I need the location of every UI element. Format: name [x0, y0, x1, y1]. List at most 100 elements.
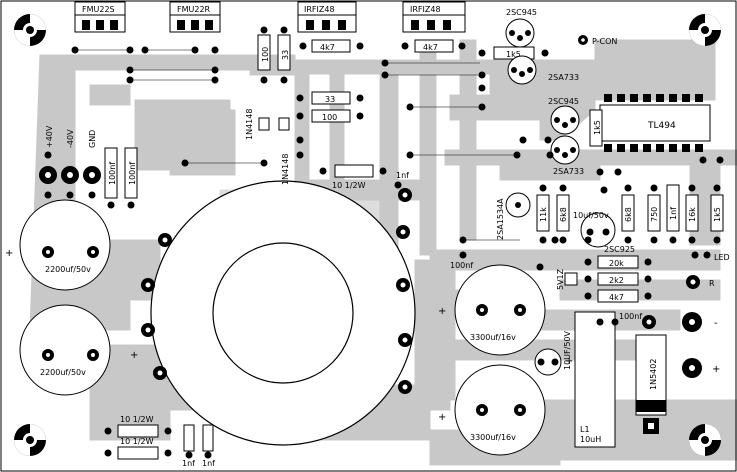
resistor-4k7-c: 4k7: [584, 289, 652, 303]
cap-10uf-b-label: 10UF/50V: [563, 330, 572, 370]
cap-1nf-d-label: 1nf: [202, 459, 215, 468]
cap-1nf-b-label: 1nf: [669, 207, 678, 220]
resistor-100-vertical: 100: [257, 26, 271, 84]
mounting-hole-bottom-right: [689, 424, 721, 456]
resistor-4k7-a: 4k7: [299, 39, 364, 53]
diode-1n5402-label: 1N5402: [649, 359, 658, 390]
resistor-100-v-label: 100: [261, 47, 270, 62]
mounting-hole-top-left: [14, 14, 46, 46]
resistor-750: 750: [647, 184, 661, 244]
transistor-2sc925-label: 2SC925: [604, 245, 635, 254]
pad-r-label: R: [709, 279, 715, 288]
cap-2200uf-top-label: 2200uf/50v: [45, 265, 91, 274]
resistor-4k7-a-label: 4k7: [320, 43, 335, 52]
cap-1nf-b: 1nf: [666, 184, 680, 244]
cap-100nf-d-label: 100nf: [619, 312, 642, 321]
resistor-11k-label: 11k: [539, 207, 548, 222]
ic-tl494: TL494: [599, 94, 711, 152]
irfiz48-1-label: IRFIZ48: [304, 5, 335, 14]
plus-mark-d: +: [438, 412, 446, 423]
resistor-10-half-watt-label: 10 1/2W: [332, 181, 366, 190]
plus-mark-c: +: [438, 306, 446, 317]
inductor-l1: L1 10uH: [574, 311, 616, 448]
cap-1nf-d: 1nf: [202, 424, 215, 468]
output-plus-label: +: [712, 364, 720, 375]
resistor-1k5-b: 1k5: [589, 109, 603, 147]
inductor-l1-label: L1: [580, 425, 590, 434]
resistor-11k: 11k: [536, 184, 550, 244]
inductor-l1-value: 10uH: [580, 435, 601, 444]
cap-100nf-d: 100nf: [596, 312, 642, 326]
resistor-750-label: 750: [650, 207, 659, 222]
transistor-2sa733-a: 2SA733: [507, 55, 579, 85]
led-label: LED: [714, 253, 730, 262]
resistor-1k5-a: 1k5: [478, 46, 549, 60]
resistor-6k8-b: 6k8: [621, 184, 635, 244]
cap-1nf-c: 1nf: [182, 424, 195, 468]
transistor-2sc945-a: 2SC945: [505, 8, 537, 48]
resistor-100-h-label: 100: [322, 113, 337, 122]
diode-1n4148-a: 1N4148: [245, 109, 270, 140]
traces: [75, 49, 520, 241]
transistor-2sa733-a-label: 2SA733: [548, 73, 579, 82]
resistor-33-vertical: 33: [277, 26, 291, 84]
resistor-100-horizontal: 100: [296, 109, 364, 123]
irfiz48-2-label: IRFIZ48: [410, 5, 441, 14]
resistor-16k: 16k: [685, 184, 699, 244]
cap-100nf-c-label: 100nf: [450, 261, 473, 270]
transistor-2sa733-b: 2SA733: [550, 135, 584, 176]
transistor-2sc945-a-label: 2SC945: [506, 8, 537, 17]
irfiz48-mosfet-1: IRFIZ48: [297, 1, 357, 33]
minus-40v-label: -40V: [66, 129, 75, 148]
resistor-2k2: 2k2: [584, 272, 652, 286]
cap-3300uf-bottom-label: 3300uf/16v: [470, 433, 516, 442]
mounting-holes: [14, 14, 721, 456]
transistor-2sa1534a: 2SA1534A: [496, 192, 531, 240]
cap-10uf-50v: 10uf/50v: [573, 211, 616, 248]
transistor-2sc945-b: 2SC945: [548, 97, 580, 135]
resistor-6k8-a-label: 6k8: [559, 207, 568, 222]
output-minus-label: -: [714, 318, 718, 329]
resistor-1k5-c: 1k5: [710, 184, 724, 244]
resistor-20k: 20k: [584, 255, 652, 269]
diode-1n4148-b-label: 1N4148: [281, 154, 290, 185]
resistor-10-half-watt-b-label: 10 1/2W: [120, 415, 154, 424]
gnd-label: GND: [88, 130, 97, 148]
cap-2200uf-bottom: 2200uf/50v: [19, 304, 111, 396]
resistor-20k-label: 20k: [609, 259, 624, 268]
cap-100nf-c: 100nf: [450, 236, 473, 270]
resistor-10-half-watt-c-label: 10 1/2W: [120, 437, 154, 446]
ic-tl494-label: TL494: [647, 121, 676, 131]
cap-100nf-a-label: 100nf: [108, 162, 117, 185]
resistor-33-horizontal: 33: [296, 91, 364, 105]
cap-3300uf-bottom: 3300uf/16v: [454, 364, 546, 456]
resistor-10-half-watt-c: 10 1/2W: [104, 437, 172, 460]
cap-2200uf-top: 2200uf/50v: [19, 199, 111, 291]
cap-1nf-a-label: 1nf: [396, 171, 409, 180]
plus-mark-e: +: [565, 356, 573, 367]
cap-10uf-label: 10uf/50v: [573, 211, 609, 220]
transistor-2sc925: 2SC925: [604, 245, 635, 254]
cap-1nf-c-label: 1nf: [182, 459, 195, 468]
p-con-label: P-CON: [592, 37, 617, 46]
cap-100nf-b: 100nf: [124, 147, 138, 209]
zener-5v1-label: 5V1Z: [556, 268, 565, 290]
transistor-2sc945-b-label: 2SC945: [548, 97, 579, 106]
cap-2200uf-bottom-label: 2200uf/50v: [40, 368, 86, 377]
resistor-1k5-b-label: 1k5: [593, 120, 602, 135]
resistor-10-half-watt: 10 1/2W: [319, 164, 387, 190]
cap-100nf-b-label: 100nf: [128, 162, 137, 185]
fmu22s-label: FMU22S: [82, 5, 115, 14]
resistor-4k7-c-label: 4k7: [609, 293, 624, 302]
led-indicator: LED: [691, 251, 730, 262]
large-pads: [141, 188, 412, 394]
resistor-16k-label: 16k: [688, 207, 697, 222]
toroid-transformer: [150, 180, 416, 446]
resistor-4k7-b: 4k7: [401, 39, 466, 53]
fmu22r-diode: FMU22R: [169, 1, 221, 33]
resistor-4k7-b-label: 4k7: [423, 43, 438, 52]
resistor-6k8-b-label: 6k8: [624, 207, 633, 222]
plus-mark-b: +: [130, 350, 138, 361]
